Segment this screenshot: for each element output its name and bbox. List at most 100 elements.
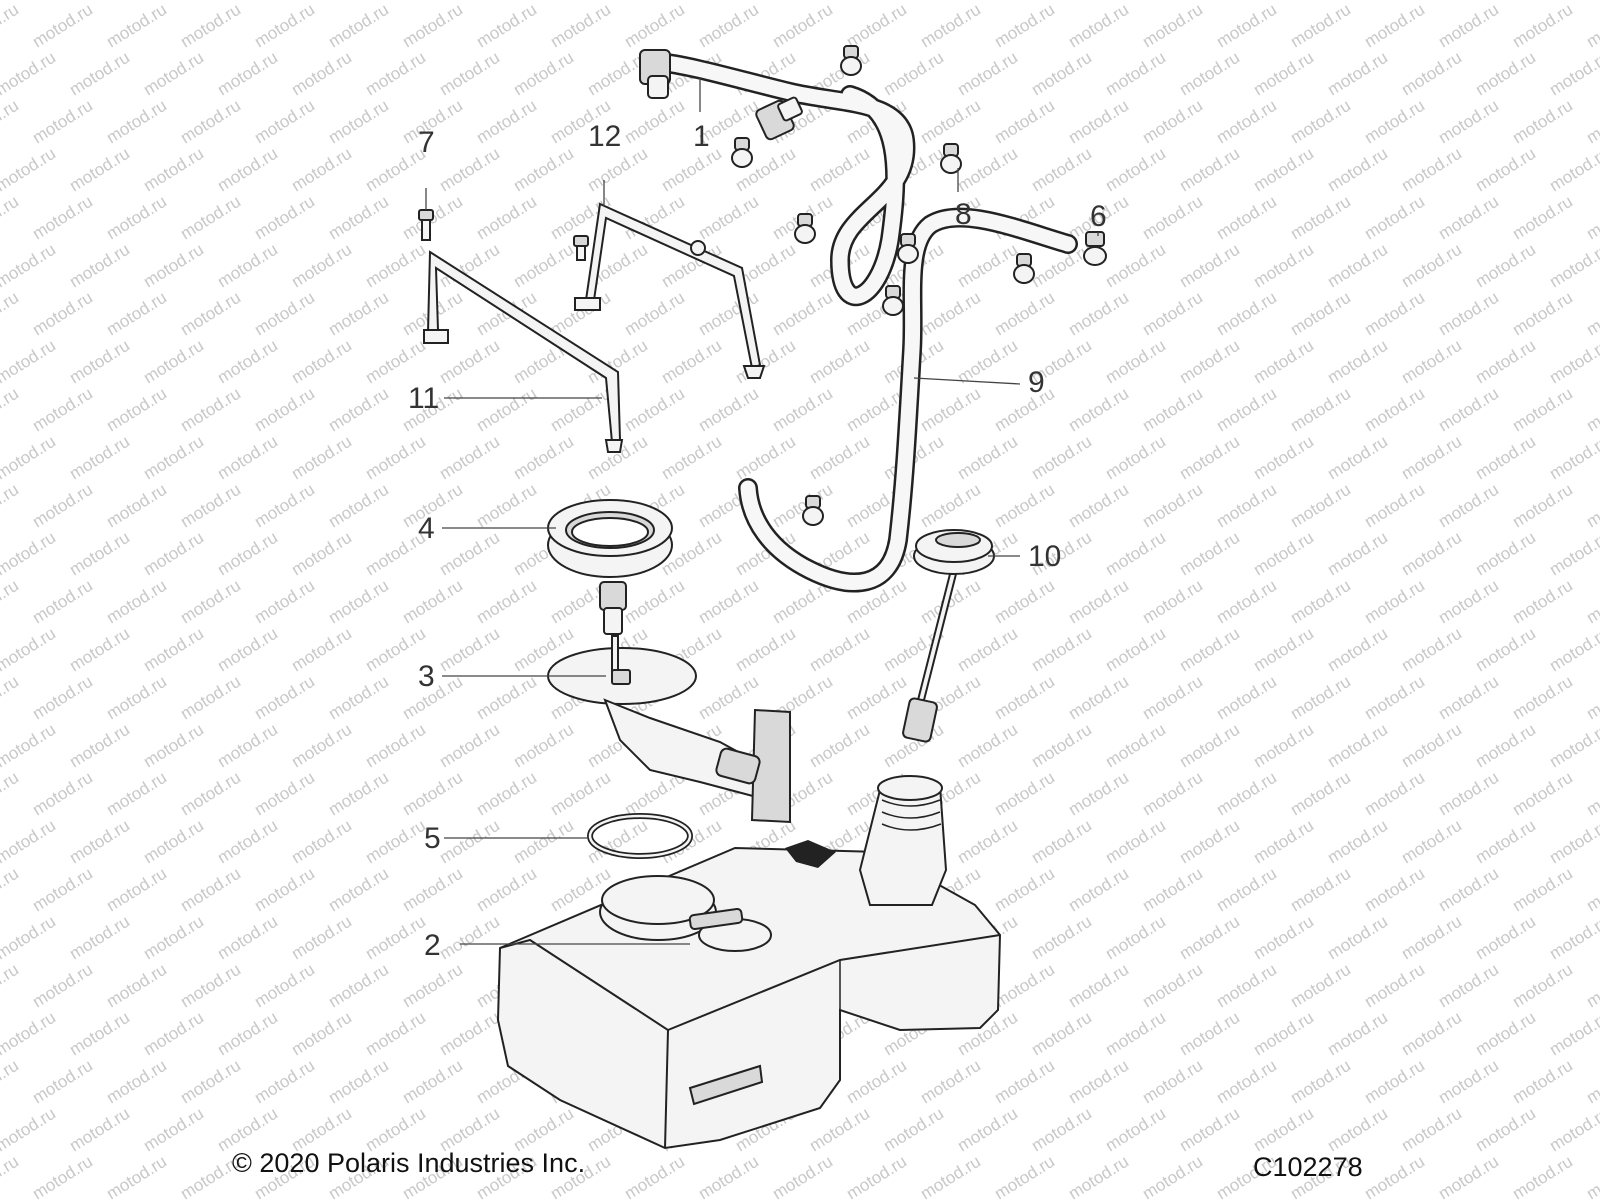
watermark-text: motod.ru <box>1065 576 1132 628</box>
watermark-text: motod.ru <box>251 192 318 244</box>
callout-1: 1 <box>693 120 710 153</box>
watermark-text: motod.ru <box>991 384 1058 436</box>
watermark-text: motod.ru <box>214 240 281 292</box>
watermark-text: motod.ru <box>288 0 355 3</box>
watermark-text: motod.ru <box>547 288 614 340</box>
watermark-text: motod.ru <box>251 768 318 820</box>
watermark-text: motod.ru <box>806 0 873 3</box>
watermark-text: motod.ru <box>1435 960 1502 1012</box>
watermark-text: motod.ru <box>1139 1056 1206 1108</box>
watermark-text: motod.ru <box>1546 48 1600 100</box>
watermark-text: motod.ru <box>103 96 170 148</box>
watermark-text: motod.ru <box>325 384 392 436</box>
watermark-text: motod.ru <box>66 336 133 388</box>
watermark-text: motod.ru <box>1287 0 1354 51</box>
watermark-text: motod.ru <box>843 1056 910 1108</box>
watermark-text: motod.ru <box>1324 720 1391 772</box>
watermark-text: motod.ru <box>1287 96 1354 148</box>
watermark-text: motod.ru <box>658 0 725 3</box>
watermark-text: motod.ru <box>1472 336 1539 388</box>
watermark-text: motod.ru <box>436 624 503 676</box>
watermark-text: motod.ru <box>325 864 392 916</box>
watermark-text: motod.ru <box>103 192 170 244</box>
watermark-text: motod.ru <box>1509 1152 1576 1200</box>
watermark-text: motod.ru <box>1065 1152 1132 1200</box>
watermark-text: motod.ru <box>954 144 1021 196</box>
watermark-text: motod.ru <box>1250 240 1317 292</box>
watermark-text: motod.ru <box>1583 672 1600 724</box>
watermark-text: motod.ru <box>362 48 429 100</box>
watermark-text: motod.ru <box>1472 624 1539 676</box>
watermark-text: motod.ru <box>399 1056 466 1108</box>
watermark-text: motod.ru <box>29 384 96 436</box>
watermark-text: motod.ru <box>769 384 836 436</box>
watermark-text: motod.ru <box>1139 480 1206 532</box>
watermark-text: motod.ru <box>1361 480 1428 532</box>
watermark-text: motod.ru <box>991 96 1058 148</box>
watermark-text: motod.ru <box>140 624 207 676</box>
lock-ring <box>547 499 673 578</box>
watermark-text: motod.ru <box>1361 960 1428 1012</box>
watermark-text: motod.ru <box>880 0 947 3</box>
watermark-text: motod.ru <box>1065 384 1132 436</box>
watermark-text: motod.ru <box>510 240 577 292</box>
watermark-text: motod.ru <box>1324 48 1391 100</box>
watermark-text: motod.ru <box>1250 432 1317 484</box>
callout-labels: 1 2 3 4 5 6 7 8 9 10 11 12 <box>408 120 1107 962</box>
watermark-text: motod.ru <box>399 0 466 51</box>
watermark-text: motod.ru <box>1250 816 1317 868</box>
watermark-text: motod.ru <box>1139 96 1206 148</box>
watermark-text: motod.ru <box>547 768 614 820</box>
watermark-text: motod.ru <box>1435 192 1502 244</box>
watermark-text: motod.ru <box>436 720 503 772</box>
watermark-text: motod.ru <box>1398 48 1465 100</box>
watermark-text: motod.ru <box>29 960 96 1012</box>
watermark-text: motod.ru <box>251 480 318 532</box>
watermark-text: motod.ru <box>177 192 244 244</box>
watermark-text: motod.ru <box>140 912 207 964</box>
watermark-text: motod.ru <box>473 576 540 628</box>
watermark-text: motod.ru <box>1028 144 1095 196</box>
watermark-text: motod.ru <box>1213 1056 1280 1108</box>
watermark-text: motod.ru <box>473 384 540 436</box>
fuel-cap <box>902 529 995 743</box>
watermark-text: motod.ru <box>66 816 133 868</box>
watermark-text: motod.ru <box>1472 816 1539 868</box>
watermark-text: motod.ru <box>732 336 799 388</box>
fuel-line-hose <box>639 49 916 307</box>
watermark-text: motod.ru <box>806 1104 873 1156</box>
watermark-text: motod.ru <box>1583 864 1600 916</box>
watermark-text: motod.ru <box>1324 1008 1391 1060</box>
watermark-text: motod.ru <box>214 912 281 964</box>
diagram-code: C102278 <box>1253 1152 1363 1182</box>
watermark-text: motod.ru <box>880 1104 947 1156</box>
watermark-text: motod.ru <box>177 576 244 628</box>
watermark-text: motod.ru <box>399 864 466 916</box>
watermark-text: motod.ru <box>214 528 281 580</box>
watermark-text: motod.ru <box>1324 624 1391 676</box>
watermark-text: motod.ru <box>621 96 688 148</box>
watermark-text: motod.ru <box>436 432 503 484</box>
watermark-text: motod.ru <box>732 624 799 676</box>
watermark-text: motod.ru <box>1102 336 1169 388</box>
watermark-text: motod.ru <box>1139 0 1206 51</box>
watermark-text: motod.ru <box>1287 1056 1354 1108</box>
watermark-text: motod.ru <box>917 96 984 148</box>
watermark-text: motod.ru <box>1213 192 1280 244</box>
watermark-text: motod.ru <box>1065 288 1132 340</box>
watermark-text: motod.ru <box>1583 576 1600 628</box>
watermark-text: motod.ru <box>251 384 318 436</box>
watermark-text: motod.ru <box>177 288 244 340</box>
watermark-text: motod.ru <box>177 672 244 724</box>
watermark-text: motod.ru <box>991 864 1058 916</box>
watermark-text: motod.ru <box>1213 480 1280 532</box>
watermark-text: motod.ru <box>1102 816 1169 868</box>
watermark-text: motod.ru <box>991 576 1058 628</box>
watermark-text: motod.ru <box>1509 384 1576 436</box>
watermark-text: motod.ru <box>1583 1152 1600 1200</box>
callout-2: 2 <box>424 929 441 962</box>
callout-7: 7 <box>418 126 435 159</box>
watermark-text: motod.ru <box>214 624 281 676</box>
watermark-text: motod.ru <box>621 384 688 436</box>
